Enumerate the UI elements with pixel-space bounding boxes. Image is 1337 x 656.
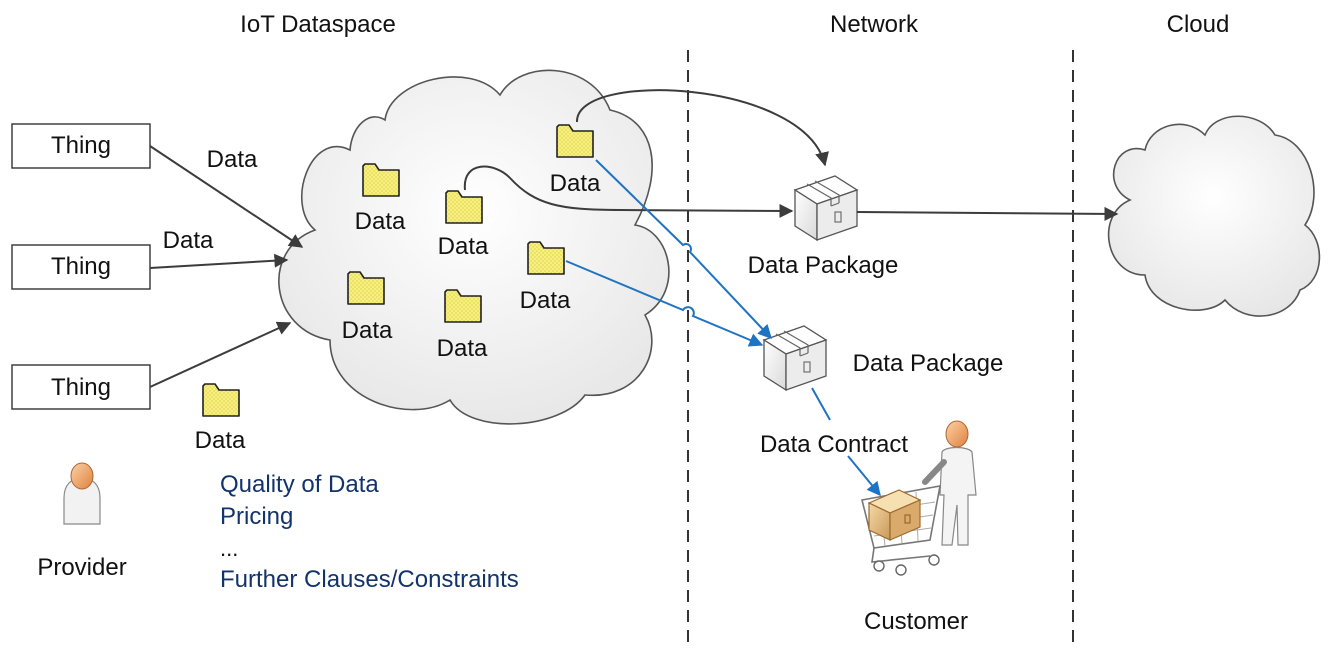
thing3-to-dataspace-arrow — [149, 321, 292, 388]
clause-quality: Quality of Data — [220, 471, 379, 498]
contract-to-customer-arrow — [847, 455, 881, 497]
folder-to-contract-package-arrow — [595, 159, 772, 340]
arrow-data-label: Data — [207, 146, 258, 173]
folder-to-contract-package-arrow — [565, 260, 764, 347]
clause-further: Further Clauses/Constraints — [220, 566, 519, 593]
data-contract-label: Data Contract — [760, 431, 908, 458]
thing1-to-dataspace-arrow — [149, 145, 304, 248]
cloud-icon — [1107, 115, 1321, 317]
dataspace-cloud — [278, 69, 670, 425]
customer-label: Customer — [864, 608, 968, 635]
data-package-label: Data Package — [748, 252, 899, 279]
data-folder-label: Data — [195, 427, 246, 454]
data-package-icon — [794, 175, 858, 241]
clause-ellipsis: ... — [220, 536, 238, 561]
data-folder-label: Data — [520, 287, 571, 314]
thing-box-2: Thing — [11, 244, 151, 290]
provider-label: Provider — [37, 554, 126, 581]
thing-label: Thing — [51, 132, 111, 159]
package-to-contract-line — [811, 387, 831, 421]
data-folder-label: Data — [438, 233, 489, 260]
network-heading: Network — [830, 11, 919, 38]
customer-shopping-cart-icon — [861, 420, 977, 576]
folder-to-package-arrow — [575, 89, 829, 167]
data-folder-label: Data — [342, 317, 393, 344]
package-to-cloud-arrow — [856, 206, 1119, 221]
data-folder-label: Data — [550, 170, 601, 197]
data-folder-icon — [202, 383, 240, 417]
thing2-to-dataspace-arrow — [149, 253, 289, 269]
folder-to-package-arrow — [463, 165, 794, 218]
data-package-icon — [763, 325, 827, 391]
clause-pricing: Pricing — [220, 503, 293, 530]
thing-box-1: Thing — [11, 123, 151, 169]
thing-label: Thing — [51, 374, 111, 401]
data-folder-label: Data — [355, 208, 406, 235]
cloud-heading: Cloud — [1167, 11, 1230, 38]
data-package-label: Data Package — [853, 350, 1004, 377]
thing-label: Thing — [51, 253, 111, 280]
arrow-data-label: Data — [163, 227, 214, 254]
data-folder-label: Data — [437, 335, 488, 362]
iot-dataspace-heading: IoT Dataspace — [240, 11, 396, 38]
thing-box-3: Thing — [11, 364, 151, 410]
provider-icon — [63, 462, 101, 525]
